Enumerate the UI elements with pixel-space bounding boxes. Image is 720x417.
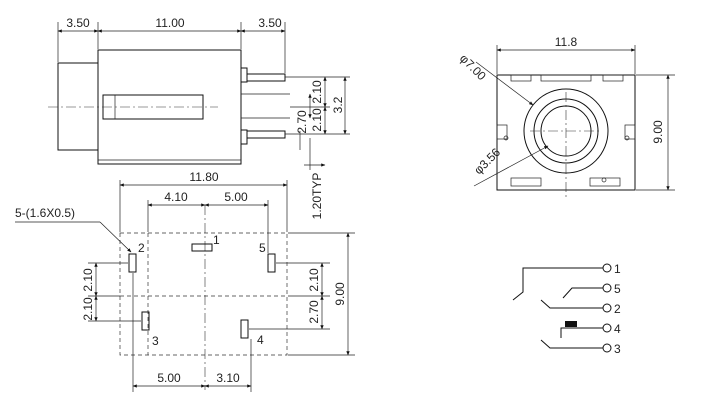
dim-bottom-left: 5.00 <box>157 371 181 385</box>
schematic-pin-3: 3 <box>614 342 621 356</box>
dim-overall-width: 11.80 <box>189 170 218 184</box>
schematic-pin-2: 2 <box>614 302 621 316</box>
dim-right-offset-a: 2.10 <box>307 268 321 292</box>
pin-label-1: 1 <box>213 233 220 247</box>
dim-pin-span: 3.2 <box>331 96 345 113</box>
dim-pin2-to-pin1: 4.10 <box>164 190 188 204</box>
dim-body-length: 11.00 <box>155 16 184 30</box>
dim-pin1-to-pin5: 5.00 <box>224 190 248 204</box>
pin-label-4: 4 <box>257 333 264 347</box>
side-view: 3.50 11.00 3.50 2.10 2.10 3.2 2.70 1.20T… <box>48 16 350 219</box>
schematic-pin-1: 1 <box>614 262 621 276</box>
dim-pin-width: 1.20TYP <box>310 173 324 220</box>
dim-width: 11.8 <box>555 35 578 49</box>
pad-1 <box>191 243 213 252</box>
dim-pin-a-offset: 2.10 <box>310 80 324 104</box>
dim-pad-count-size: 5-(1.6X0.5) <box>15 206 75 220</box>
front-view: 11.8 9.00 φ7.00 φ3.56 <box>457 35 675 200</box>
schematic-pin-4: 4 <box>614 322 621 336</box>
pad-3 <box>141 311 150 331</box>
dim-left-offset-a: 2.10 <box>81 268 95 292</box>
dim-left-offset-b: 2.10 <box>81 297 95 321</box>
dim-pin-length: 3.50 <box>258 16 282 30</box>
footprint-view: 1 2 3 4 5 11.80 4.10 5.00 5-(1.6X0.5) 2.… <box>15 170 355 392</box>
dim-front-length: 3.50 <box>66 16 90 30</box>
pad-5 <box>267 253 276 273</box>
dim-right-pitch: 2.70 <box>307 300 321 324</box>
dim-overall-height: 9.00 <box>333 282 347 306</box>
pad-4 <box>240 319 249 339</box>
pin-label-5: 5 <box>259 241 266 255</box>
pin-label-2: 2 <box>138 241 145 255</box>
dim-pin-pitch: 2.70 <box>295 110 309 134</box>
dim-pin-b-offset: 2.10 <box>310 108 324 132</box>
pad-2 <box>128 253 137 273</box>
dim-hole-diameter: φ3.56 <box>471 145 503 177</box>
dim-height: 9.00 <box>651 120 665 144</box>
schematic-pin-5: 5 <box>614 282 621 296</box>
pin-label-3: 3 <box>152 334 159 348</box>
dim-bottom-right: 3.10 <box>216 371 240 385</box>
dim-outer-diameter: φ7.00 <box>457 51 489 83</box>
schematic: 1 5 2 4 3 <box>512 262 621 356</box>
